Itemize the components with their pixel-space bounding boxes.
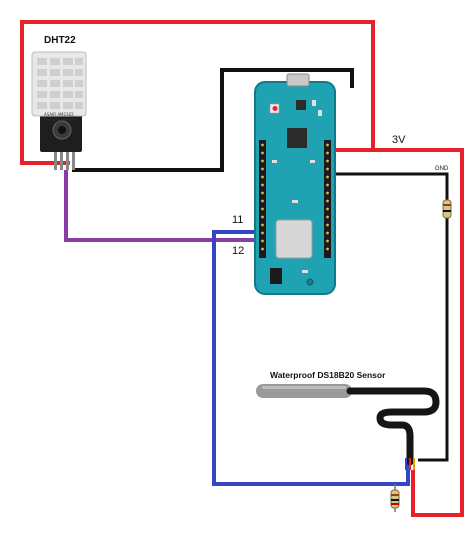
- probe-cable: [346, 387, 440, 466]
- ground-wire-right: [330, 172, 449, 462]
- pullup-resistor: [390, 484, 400, 512]
- power-wire: [20, 20, 375, 165]
- pin-11-label: 11: [232, 214, 243, 226]
- ds18b20-sensor: [256, 384, 440, 470]
- header-left: [259, 140, 266, 258]
- board-pcb: [255, 82, 335, 294]
- 3v-label: 3V: [392, 134, 406, 146]
- gnd-label: GND: [435, 166, 449, 172]
- dht-data-wire: [64, 170, 262, 242]
- header-right: [324, 140, 331, 258]
- ds18b20-data-wire: [212, 230, 410, 486]
- pin-12-label: 12: [232, 245, 244, 257]
- ds18b20-label: Waterproof DS18B20 Sensor: [270, 370, 386, 380]
- dht22-sensor: ASAIR AM2302 Temperature/Hum: [31, 51, 87, 170]
- dht22-label: DHT22: [44, 35, 76, 46]
- dht22-sticker-line2: Temperature/Hum: [43, 118, 76, 122]
- dht22-sticker-line1: ASAIR AM2302: [44, 112, 74, 117]
- gnd-resistor: [442, 199, 452, 219]
- arduino-mkr-board: [254, 73, 336, 295]
- power-wire-right: [373, 148, 464, 517]
- ground-wire: [72, 68, 354, 172]
